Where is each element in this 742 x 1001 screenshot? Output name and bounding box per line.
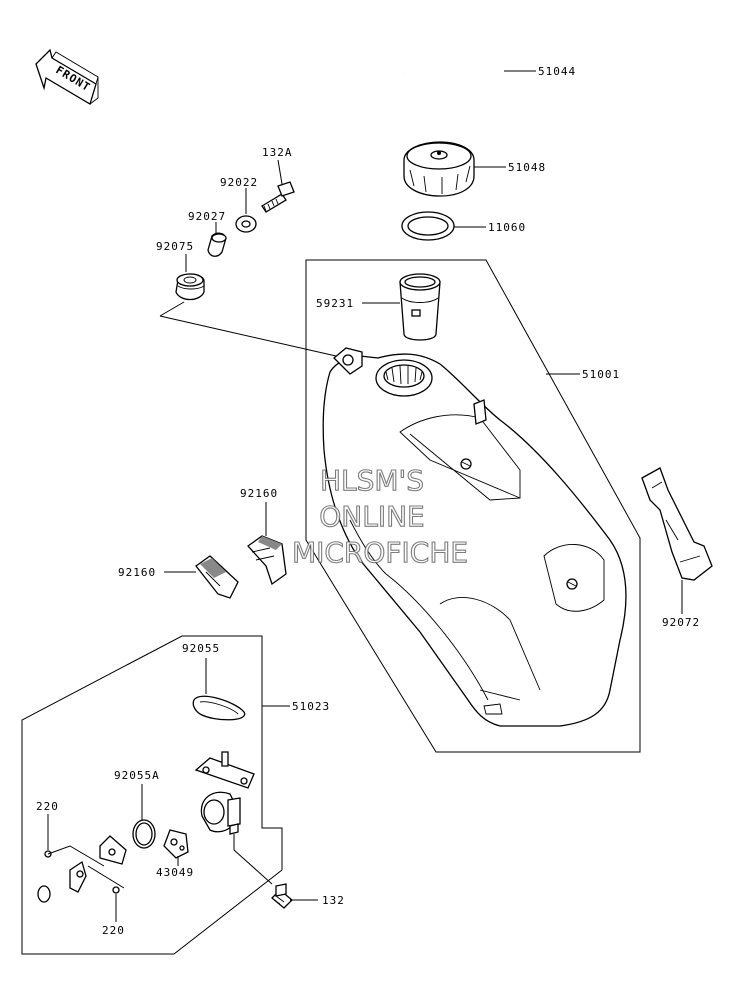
watermark: HLSM'S ONLINE MICROFICHE (291, 463, 468, 569)
strap-92072 (641, 467, 713, 581)
cap-gasket (401, 211, 455, 241)
callout-92075: 92075 (156, 240, 194, 253)
callout-92055: 92055 (182, 642, 220, 655)
washer-92022 (235, 215, 257, 233)
gasket-92055 (192, 695, 246, 721)
breather-hose (403, 51, 505, 142)
pad-92160-lower (195, 555, 239, 599)
callout-132A: 132A (262, 146, 293, 159)
callout-51023: 51023 (292, 700, 330, 713)
callout-59231: 59231 (316, 297, 354, 310)
callout-51048: 51048 (508, 161, 546, 174)
callout-92072: 92072 (662, 616, 700, 629)
bolt-132A (261, 181, 295, 213)
collar-92027 (207, 232, 227, 257)
bolt-132 (271, 883, 293, 909)
fuel-cap (403, 141, 475, 197)
callout-11060: 11060 (488, 221, 526, 234)
callout-92022: 92022 (220, 176, 258, 189)
screw-220-upper (44, 845, 105, 867)
watermark-line-3: MICROFICHE (292, 536, 468, 569)
front-arrow-icon: FRONT (35, 48, 99, 105)
callout-220-lower: 220 (102, 924, 125, 937)
callout-43049: 43049 (156, 866, 194, 879)
filler-strainer (399, 273, 441, 341)
bracket (69, 835, 127, 893)
filter-plate-43049 (163, 829, 189, 859)
pad-92160-upper (247, 535, 287, 586)
callout-92160-upper: 92160 (240, 487, 278, 500)
damper-92075 (175, 273, 205, 301)
callout-92055A: 92055A (114, 769, 160, 782)
watermark-line-1: HLSM'S (320, 464, 424, 497)
callout-92027: 92027 (188, 210, 226, 223)
watermark-line-2: ONLINE (319, 500, 424, 533)
callout-132: 132 (322, 894, 345, 907)
o-ring-92055A (132, 819, 156, 849)
fuel-cock (194, 751, 273, 885)
fuel-tank (322, 347, 627, 727)
callout-92160-lower: 92160 (118, 566, 156, 579)
small-o-ring (37, 885, 51, 903)
screw-220-lower (112, 886, 120, 894)
callout-51001: 51001 (582, 368, 620, 381)
callout-51044: 51044 (538, 65, 576, 78)
callout-220-upper: 220 (36, 800, 59, 813)
